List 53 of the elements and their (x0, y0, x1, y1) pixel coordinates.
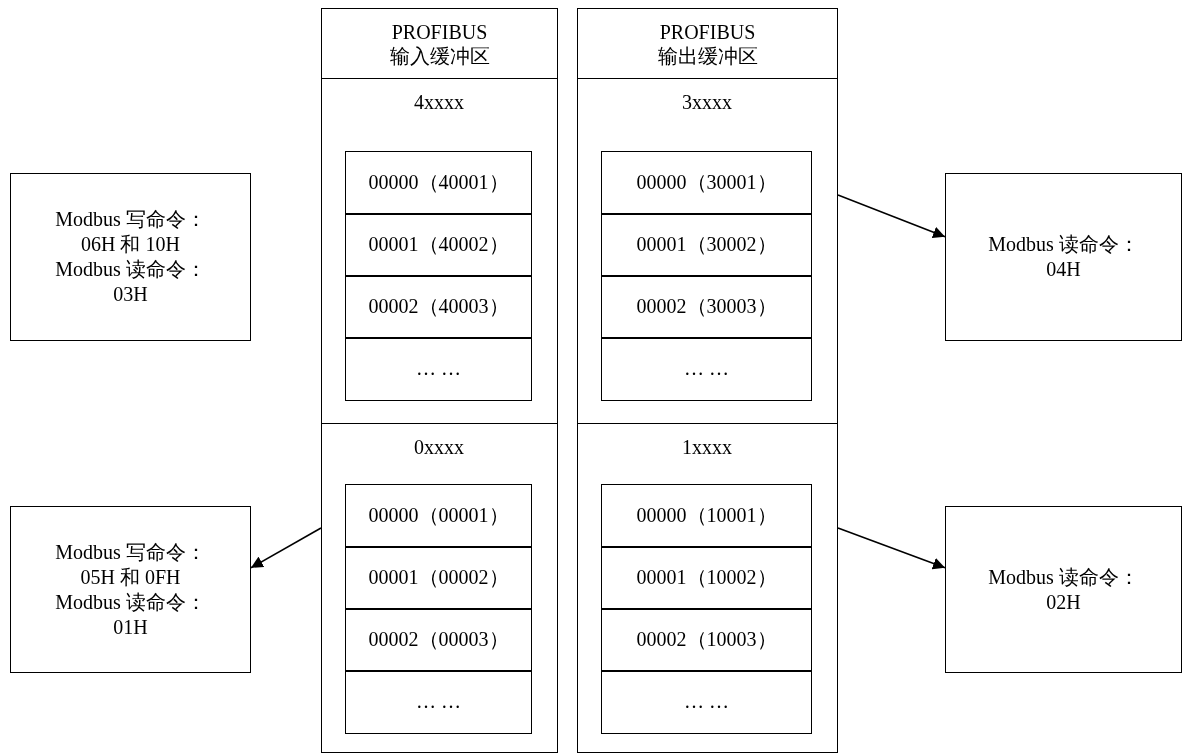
command-box (10, 506, 251, 673)
register-row (601, 213, 812, 277)
register-row (601, 546, 812, 610)
register-label: 00000（30001） (636, 170, 777, 196)
register-label: … … (416, 357, 461, 381)
buffer-column (321, 8, 558, 753)
command-text: Modbus 读命令： 04H (987, 232, 1140, 282)
register-label: 00002（30003） (636, 294, 777, 320)
register-row (345, 546, 532, 610)
command-text: Modbus 读命令： 01H (54, 589, 207, 640)
register-label: 00001（00002） (368, 565, 509, 591)
register-label: 00000（40001） (368, 170, 509, 196)
register-label: … … (416, 690, 461, 714)
command-text: Modbus 读命令： 03H (54, 257, 207, 307)
command-text: Modbus 写命令： 05H 和 0FH (54, 539, 207, 590)
register-row (601, 670, 812, 734)
register-label: 00000（00001） (368, 503, 509, 529)
command-box (10, 173, 251, 341)
command-text: Modbus 写命令： 06H 和 10H (54, 207, 207, 257)
register-label: 00001（40002） (368, 232, 509, 258)
arrow (250, 527, 322, 569)
register-row (601, 275, 812, 339)
section-label: 4xxxx (414, 90, 464, 114)
buffer-column (577, 8, 838, 753)
register-label: 00001（30002） (636, 232, 777, 258)
register-row (601, 484, 812, 548)
register-row (601, 608, 812, 672)
register-label: 00002（00003） (368, 627, 509, 653)
register-row (601, 337, 812, 401)
arrow (837, 527, 946, 570)
register-row (345, 670, 532, 734)
section-label: 0xxxx (414, 435, 464, 459)
register-label: 00002（40003） (368, 294, 509, 320)
register-label: 00000（10001） (636, 503, 777, 529)
section-label: 1xxxx (682, 435, 732, 459)
register-row (345, 608, 532, 672)
register-row (345, 213, 532, 277)
register-row (601, 151, 812, 215)
command-box (945, 506, 1182, 673)
register-row (345, 337, 532, 401)
register-row (345, 275, 532, 339)
section-label: 3xxxx (682, 90, 732, 114)
register-label: … … (684, 357, 729, 381)
command-text: Modbus 读命令： 02H (987, 564, 1140, 615)
arrow (837, 194, 946, 239)
register-row (345, 151, 532, 215)
header-band: PROFIBUS 输出缓冲区 (578, 9, 837, 79)
command-box (945, 173, 1182, 341)
header-band: PROFIBUS 输入缓冲区 (322, 9, 557, 79)
register-label: … … (684, 690, 729, 714)
register-label: 00002（10003） (636, 627, 777, 653)
register-label: 00001（10002） (636, 565, 777, 591)
register-row (345, 484, 532, 548)
